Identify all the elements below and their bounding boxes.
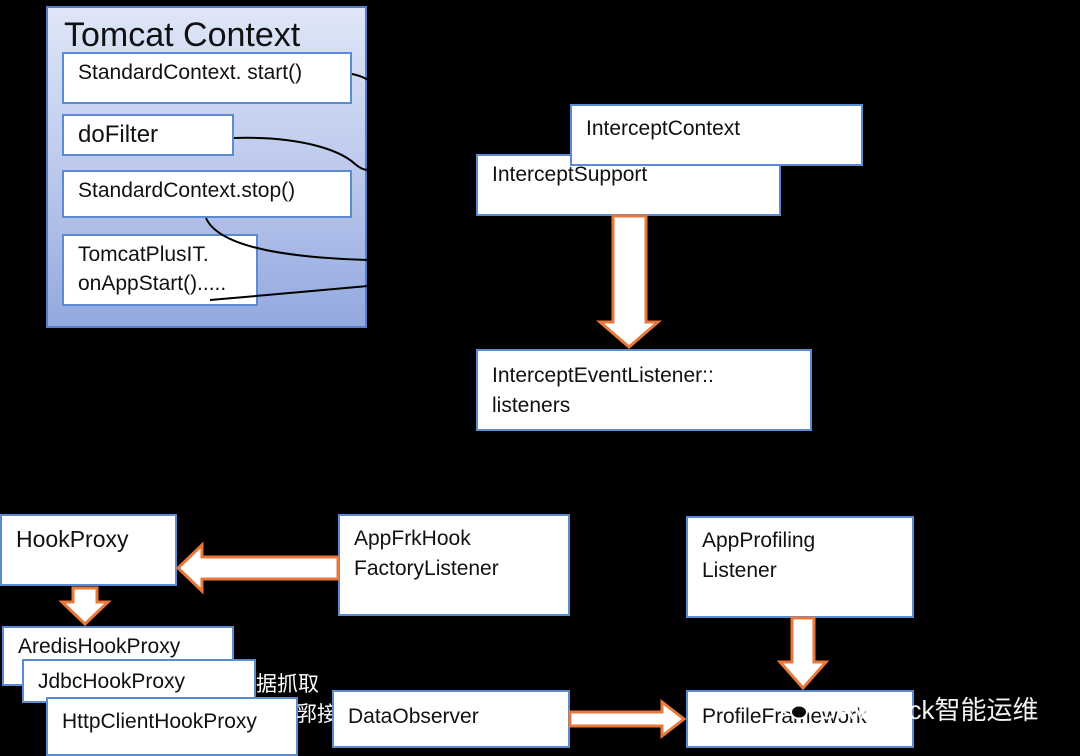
standard-context-stop-label: StandardContext.stop() [78, 179, 296, 202]
profile-framework-label: ProfileFramework [702, 705, 867, 728]
jdbc-hook-proxy-label: JdbcHookProxy [38, 670, 186, 693]
app-profiling-listener-line1: AppProfiling [702, 529, 816, 552]
standard-context-stop-box: StandardContext.stop() [62, 170, 352, 218]
tomcat-context-title: Tomcat Context [64, 16, 301, 54]
arrow-observer-to-framework [568, 698, 687, 740]
httpclient-hook-proxy-box: HttpClientHookProxy [46, 697, 298, 756]
watermark-text: UAVStack智能运维 [818, 695, 1039, 725]
wechat-icon [781, 697, 808, 719]
aredis-hook-proxy-label: AredisHookProxy [18, 635, 181, 658]
app-frk-hook-line1: AppFrkHook [354, 527, 471, 550]
httpclient-hook-proxy-label: HttpClientHookProxy [62, 710, 257, 733]
standard-context-start-label: StandardContext. start() [78, 61, 303, 84]
arrow-hookproxy-to-aredis [58, 586, 112, 627]
hook-proxy-label: HookProxy [16, 526, 129, 552]
filter-link-curve [233, 136, 369, 171]
start-link-curve [351, 73, 369, 81]
cn-fragment-2: 郛接 [296, 702, 338, 726]
app-frk-hook-line2: FactoryListener [354, 557, 499, 580]
standard-context-start-box: StandardContext. start() [62, 52, 352, 104]
arrow-support-to-listener [595, 214, 663, 349]
intercept-event-listener-line1: InterceptEventListener:: [492, 364, 714, 387]
profile-framework-box: ProfileFramework [686, 690, 914, 748]
data-observer-box: DataObserver [332, 690, 570, 748]
arrow-factory-to-hookproxy [175, 541, 340, 595]
tomcat-plus-it-box: TomcatPlusIT. onAppStart()..... [62, 234, 258, 306]
app-profiling-listener-line2: Listener [702, 559, 777, 582]
do-filter-box: doFilter [62, 114, 234, 156]
app-frk-hook-factory-listener-box: AppFrkHook FactoryListener [338, 514, 570, 616]
tomcat-plus-it-line2: onAppStart()..... [78, 272, 227, 295]
plus-link-curve [209, 285, 369, 301]
intercept-event-listener-box: InterceptEventListener:: listeners [476, 349, 812, 431]
intercept-context-box: InterceptContext [570, 104, 863, 166]
intercept-context-label: InterceptContext [586, 117, 741, 140]
arrow-profiling-to-framework [776, 616, 830, 691]
jdbc-hook-proxy-box: JdbcHookProxy [22, 659, 256, 703]
do-filter-label: doFilter [78, 121, 159, 148]
data-observer-label: DataObserver [348, 705, 479, 728]
intercept-event-listener-line2: listeners [492, 394, 571, 417]
intercept-support-label: InterceptSupport [492, 163, 648, 186]
watermark: UAVStack智能运维 [780, 690, 1039, 727]
tomcat-plus-it-line1: TomcatPlusIT. [78, 243, 209, 266]
hook-proxy-box: HookProxy [0, 514, 177, 586]
app-profiling-listener-box: AppProfiling Listener [686, 516, 914, 618]
stop-link-curve [205, 217, 369, 261]
cn-fragment-1: 据抓取 [256, 672, 319, 696]
